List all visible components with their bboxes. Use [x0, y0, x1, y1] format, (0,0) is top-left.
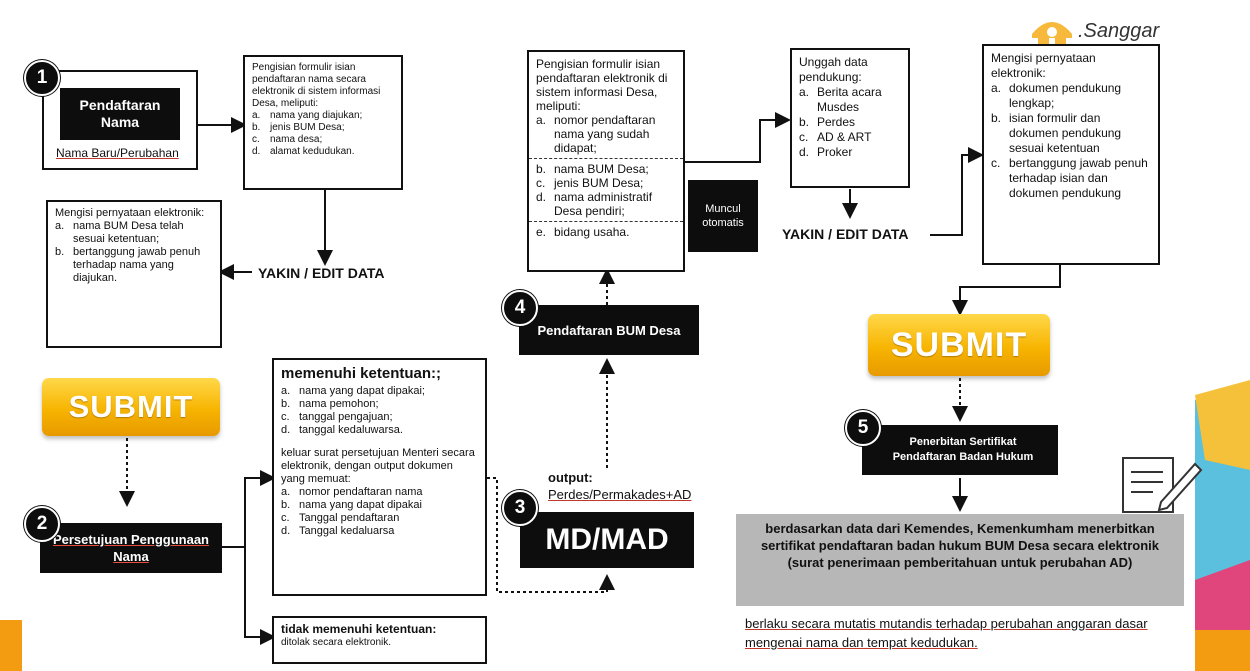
step5-footnote: berlaku secara mutatis mutandis terhadap… [745, 616, 1148, 650]
step1-statement-box: Mengisi pernyataan elektronik: a.nama BU… [46, 200, 222, 348]
step4-number-badge: 4 [502, 290, 538, 326]
step4-upload-box: Unggah data pendukung: a.Berita acara Mu… [790, 48, 910, 188]
decor-pink-shape [1195, 560, 1250, 640]
step2-meets-para: keluar surat persetujuan Menteri secara … [281, 447, 475, 485]
divider [529, 221, 683, 222]
decor-orange-left [0, 620, 22, 671]
list-item: d.nama administratif Desa pendiri; [536, 190, 653, 218]
step3-output-value: Perdes/Permakades+AD [548, 487, 692, 502]
list-item: d.alamat kedudukan. [252, 146, 355, 157]
step2-meets-box: memenuhi ketentuan:; a.nama yang dapat d… [272, 358, 487, 596]
step4-upload-list: a.Berita acara Musdes b.Perdes c.AD & AR… [799, 85, 901, 160]
step3-mdmad-label: MD/MAD [545, 523, 669, 556]
step5-result-box: berdasarkan data dari Kemendes, Kemenkum… [736, 514, 1184, 606]
list-item: a.nama yang diajukan; [252, 110, 363, 121]
brand-name: .Sanggar [1078, 20, 1160, 42]
step4-upload-intro: Unggah data pendukung: [799, 55, 868, 84]
list-item: a.nama yang dapat dipakai; [281, 385, 425, 397]
step4-auto-label-box: Muncul otomatis [688, 180, 758, 252]
step2-meets-list: a.nama yang dapat dipakai; b.nama pemoho… [281, 385, 478, 437]
step3-mdmad-box: MD/MAD [520, 512, 694, 568]
step1-form-box: Pengisian formulir isian pendaftaran nam… [243, 55, 403, 190]
list-item: a.Berita acara Musdes [799, 85, 882, 114]
step2-number-badge: 2 [24, 506, 60, 542]
step5-label: Penerbitan Sertifikat Pendaftaran Badan … [892, 436, 1034, 463]
list-item: b.jenis BUM Desa; [252, 122, 345, 133]
step1-form-list: a.nama yang diajukan; b.jenis BUM Desa; … [252, 110, 394, 158]
step2-not-meets-text: ditolak secara elektronik. [281, 637, 392, 648]
step4-yakin-label: YAKIN / EDIT DATA [782, 226, 909, 242]
decor-orange-shape [1195, 630, 1250, 671]
step4-form-last: e.bidang usaha. [536, 225, 676, 239]
list-item: e.bidang usaha. [536, 225, 630, 239]
step3-output-label: output: [548, 470, 593, 485]
list-item: a.nomor pendaftaran nama yang sudah dida… [536, 113, 656, 155]
step4-auto-list: b.nama BUM Desa; c.jenis BUM Desa; d.nam… [536, 162, 676, 218]
decor-yellow-shape [1195, 380, 1250, 470]
submit-button-1[interactable]: SUBMIT [42, 378, 220, 436]
list-item: d.Tanggal kedaluarsa [281, 525, 395, 537]
step2-not-meets-title: tidak memenuhi ketentuan: [281, 622, 437, 636]
list-item: b.Perdes [799, 115, 856, 129]
step2-output-list: a.nomor pendaftaran nama b.nama yang dap… [281, 486, 478, 538]
list-item: c.nama desa; [252, 134, 323, 145]
list-item: c.tanggal pengajuan; [281, 411, 393, 423]
step2-label: Persetujuan Penggunaan Nama [52, 532, 210, 564]
divider [529, 158, 683, 159]
list-item: b.bertanggung jawab penuh terhadap nama … [55, 246, 201, 284]
step4-statement-intro: Mengisi pernyataan elektronik: [991, 51, 1096, 80]
list-item: c.Tanggal pendaftaran [281, 512, 400, 524]
step2-not-meets-box: tidak memenuhi ketentuan: ditolak secara… [272, 616, 487, 664]
list-item: d.Proker [799, 145, 853, 159]
step4-form-list: a.nomor pendaftaran nama yang sudah dida… [536, 113, 676, 155]
step4-statement-box: Mengisi pernyataan elektronik: a.dokumen… [982, 44, 1160, 265]
step1-form-intro: Pengisian formulir isian pendaftaran nam… [252, 62, 381, 109]
step1-yakin-label: YAKIN / EDIT DATA [258, 265, 385, 281]
step5-label-box: Penerbitan Sertifikat Pendaftaran Badan … [862, 425, 1058, 475]
step4-auto-label: Muncul otomatis [702, 203, 744, 229]
step5-result-note: (surat penerimaan pemberitahuan untuk pe… [787, 555, 1133, 570]
step4-form-intro: Pengisian formulir isian pendaftaran ele… [536, 57, 668, 113]
step4-label: Pendaftaran BUM Desa [537, 322, 681, 338]
step1-number-badge: 1 [24, 60, 60, 96]
list-item: c.jenis BUM Desa; [536, 176, 644, 190]
submit-button-2[interactable]: SUBMIT [868, 314, 1050, 376]
step2-label-box: Persetujuan Penggunaan Nama [40, 523, 222, 573]
step1-statement-list: a.nama BUM Desa telah sesuai ketentuan; … [55, 220, 213, 285]
step5-number-badge: 5 [845, 410, 881, 446]
list-item: b.nama yang dapat dipakai [281, 499, 422, 511]
list-item: c.AD & ART [799, 130, 872, 144]
list-item: a.nama BUM Desa telah sesuai ketentuan; [55, 220, 184, 245]
step4-form-box: Pengisian formulir isian pendaftaran ele… [527, 50, 685, 272]
list-item: b.nama pemohon; [281, 398, 379, 410]
step4-label-box: Pendaftaran BUM Desa [519, 305, 699, 355]
step1-title-box: Pendaftaran Nama [60, 88, 180, 140]
step4-statement-list: a.dokumen pendukung lengkap; b.isian for… [991, 81, 1151, 201]
step1-statement-intro: Mengisi pernyataan elektronik: [55, 207, 205, 219]
list-item: d.tanggal kedaluwarsa. [281, 424, 403, 436]
step1-subtitle: Nama Baru/Perubahan [56, 146, 179, 160]
step3-number-badge: 3 [502, 490, 538, 526]
step1-title: Pendaftaran Nama [79, 97, 161, 130]
step2-meets-title: memenuhi ketentuan:; [281, 365, 442, 382]
document-pen-icon [1113, 450, 1203, 520]
list-item: b.isian formulir dan dokumen pendukung s… [991, 111, 1122, 155]
list-item: a.nomor pendaftaran nama [281, 486, 423, 498]
list-item: a.dokumen pendukung lengkap; [991, 81, 1122, 110]
list-item: c.bertanggung jawab penuh terhadap isian… [991, 156, 1148, 200]
step5-result-text: berdasarkan data dari Kemendes, Kemenkum… [760, 521, 1160, 553]
list-item: b.nama BUM Desa; [536, 162, 649, 176]
